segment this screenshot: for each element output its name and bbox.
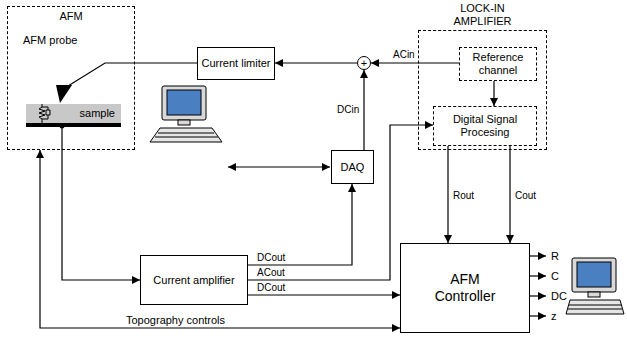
connector (275, 62, 357, 63)
connector (248, 294, 400, 295)
node-label: LOCK-IN AMPLIFIER (419, 2, 546, 28)
signal-label: ACin (392, 49, 416, 61)
node-label: sample (80, 107, 115, 120)
node-label: Current amplifier (153, 274, 234, 287)
node-label: DAQ (341, 161, 365, 174)
connector (40, 150, 400, 328)
afm-region: AFM sample (7, 6, 135, 150)
signal-label: Rout (452, 190, 475, 202)
connector (447, 146, 448, 243)
process-box: AFM Controller (400, 243, 530, 333)
process-box: DAQ (331, 150, 374, 184)
connector (371, 62, 459, 63)
summing-junction: + (357, 56, 371, 70)
output-label: R (550, 250, 560, 262)
daq-link-arrow (228, 166, 330, 167)
process-box: Current limiter (197, 47, 275, 80)
output-label: DC (550, 290, 568, 302)
sample-block: sample (26, 104, 121, 127)
node-label: Digital Signal Procesing (434, 113, 536, 139)
node-label: Reference channel (460, 51, 536, 77)
computer-icon (150, 86, 222, 142)
probe-wire (68, 63, 135, 86)
signal-label: DCout (256, 282, 286, 294)
output-arrows (530, 256, 546, 316)
process-box: Digital Signal Procesing (433, 106, 537, 146)
process-box: Reference channel (459, 47, 537, 81)
signal-label: DCin (336, 104, 360, 116)
output-label: C (550, 270, 560, 282)
signal-label: ACout (256, 267, 286, 279)
connector (509, 146, 510, 243)
node-label: + (361, 58, 367, 69)
signal-label: Cout (514, 190, 537, 202)
signal-label: DCout (256, 252, 286, 264)
connector (363, 70, 364, 150)
node-label: Current limiter (201, 57, 270, 70)
part-label: AFM probe (22, 34, 78, 46)
node-label: AFM (59, 10, 82, 23)
lockin-region: LOCK-IN AMPLIFIERReference channelDigita… (418, 30, 547, 150)
node-label: AFM Controller (401, 271, 529, 305)
connector (248, 184, 352, 265)
computer-icon (566, 258, 624, 314)
process-box: Current amplifier (140, 255, 248, 305)
signal-label: Topography controls (125, 314, 226, 326)
spring-symbol (34, 104, 74, 123)
connector (135, 62, 197, 63)
output-label: z (550, 310, 558, 322)
connector (493, 81, 494, 106)
probe-tip (56, 85, 72, 103)
